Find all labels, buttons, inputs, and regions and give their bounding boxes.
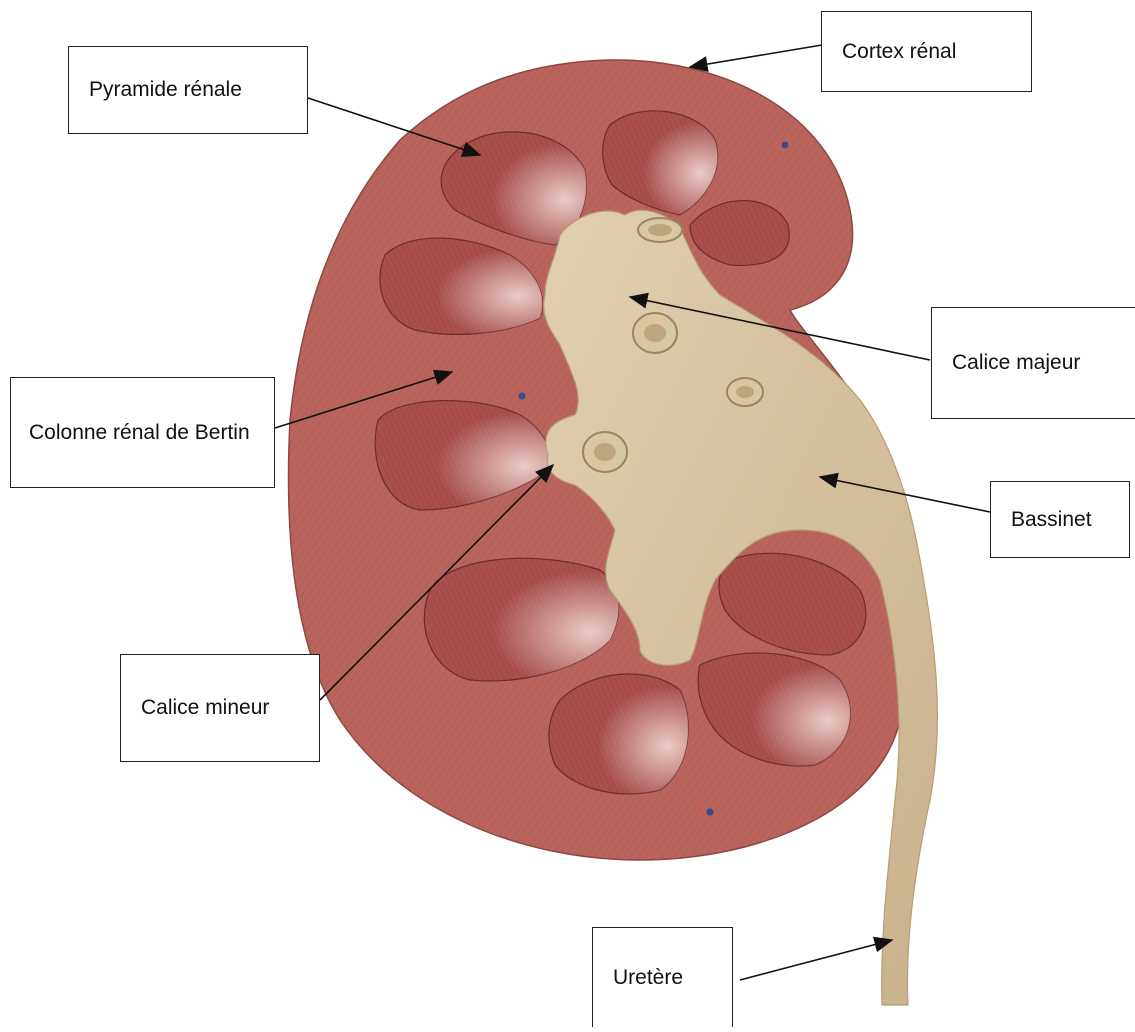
arrow-cortex: [690, 45, 822, 67]
label-pyramide-text: Pyramide rénale: [89, 78, 287, 102]
label-bassinet-text: Bassinet: [1011, 508, 1109, 532]
label-colonne: Colonne rénal de Bertin: [10, 377, 275, 488]
label-pyramide: Pyramide rénale: [68, 46, 308, 134]
label-uretere-text: Uretère: [613, 966, 712, 990]
label-cortex-text: Cortex rénal: [842, 40, 1011, 64]
label-calice-majeur: Calice majeur: [931, 307, 1135, 419]
label-cortex: Cortex rénal: [821, 11, 1032, 92]
label-calice-majeur-text: Calice majeur: [952, 351, 1115, 375]
label-bassinet: Bassinet: [990, 481, 1130, 558]
arrow-uretere: [740, 940, 892, 980]
label-uretere: Uretère: [592, 927, 733, 1027]
label-colonne-text: Colonne rénal de Bertin: [29, 416, 256, 450]
label-calice-mineur: Calice mineur: [120, 654, 320, 762]
label-calice-mineur-text: Calice mineur: [141, 696, 299, 720]
